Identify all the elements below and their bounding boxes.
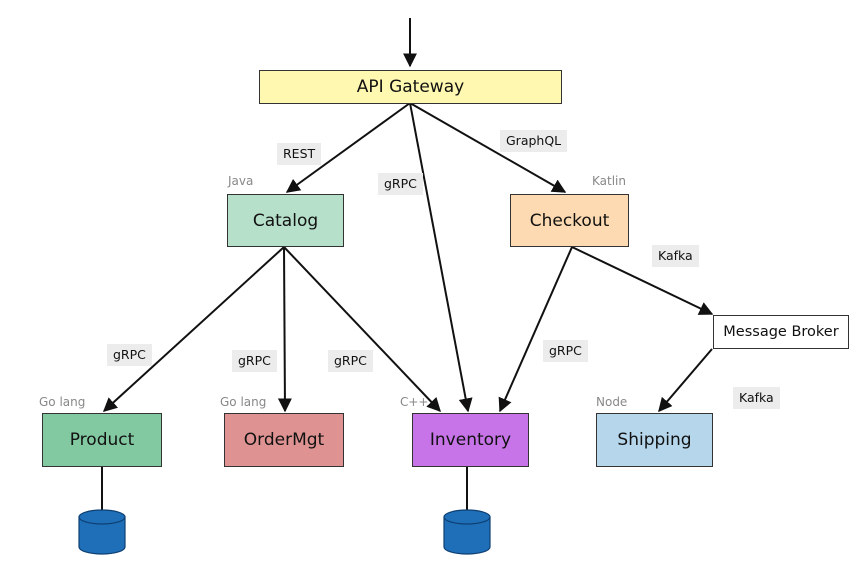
- edge-checkout-broker: [571, 246, 714, 315]
- edge-gateway-checkout: [409, 102, 567, 193]
- protocol-label-catalog-inventory: gRPC: [328, 350, 373, 372]
- protocol-label-graphql: GraphQL: [500, 130, 568, 152]
- product-node: Product: [42, 413, 162, 467]
- inventory-database-icon: [443, 509, 491, 555]
- product-database-icon: [78, 509, 126, 555]
- checkout-language-tag: Katlin: [592, 174, 626, 188]
- protocol-label-checkout-broker: Kafka: [652, 245, 699, 267]
- ordermgt-node: OrderMgt: [224, 413, 344, 467]
- edge-catalog-inventory: [283, 246, 441, 413]
- edge-gateway-catalog: [285, 102, 411, 193]
- inventory-language-tag: C++: [400, 395, 429, 409]
- product-language-tag: Go lang: [39, 395, 86, 409]
- checkout-node: Checkout: [510, 194, 629, 247]
- edge-checkout-inventory: [498, 246, 573, 413]
- protocol-label-broker-shipping: Kafka: [733, 387, 780, 409]
- catalog-node: Catalog: [227, 194, 344, 247]
- ordermgt-label: OrderMgt: [243, 430, 325, 450]
- message-broker-label: Message Broker: [723, 324, 839, 340]
- edge-broker-shipping: [658, 348, 713, 413]
- protocol-label-gateway-inventory: gRPC: [378, 173, 423, 195]
- protocol-label-catalog-product: gRPC: [107, 344, 152, 366]
- message-broker-node: Message Broker: [713, 315, 849, 349]
- shipping-language-tag: Node: [596, 395, 628, 409]
- checkout-label: Checkout: [529, 210, 610, 231]
- catalog-language-tag: Java: [228, 174, 254, 188]
- edge-catalog-ordermgt: [277, 246, 292, 413]
- ordermgt-language-tag: Go lang: [220, 395, 267, 409]
- edge-gateway-inventory: [409, 102, 473, 413]
- protocol-label-rest: REST: [277, 143, 322, 165]
- inventory-label: Inventory: [429, 430, 512, 450]
- product-label: Product: [69, 430, 135, 450]
- api-gateway-label: API Gateway: [356, 77, 465, 97]
- inventory-node: Inventory: [412, 413, 529, 467]
- shipping-node: Shipping: [596, 413, 713, 467]
- edge-catalog-product: [102, 246, 285, 412]
- protocol-label-catalog-ordermgt: gRPC: [232, 350, 277, 372]
- shipping-label: Shipping: [617, 430, 692, 450]
- protocol-label-checkout-inventory: gRPC: [543, 340, 588, 362]
- api-gateway-node: API Gateway: [259, 70, 562, 104]
- catalog-label: Catalog: [252, 210, 319, 231]
